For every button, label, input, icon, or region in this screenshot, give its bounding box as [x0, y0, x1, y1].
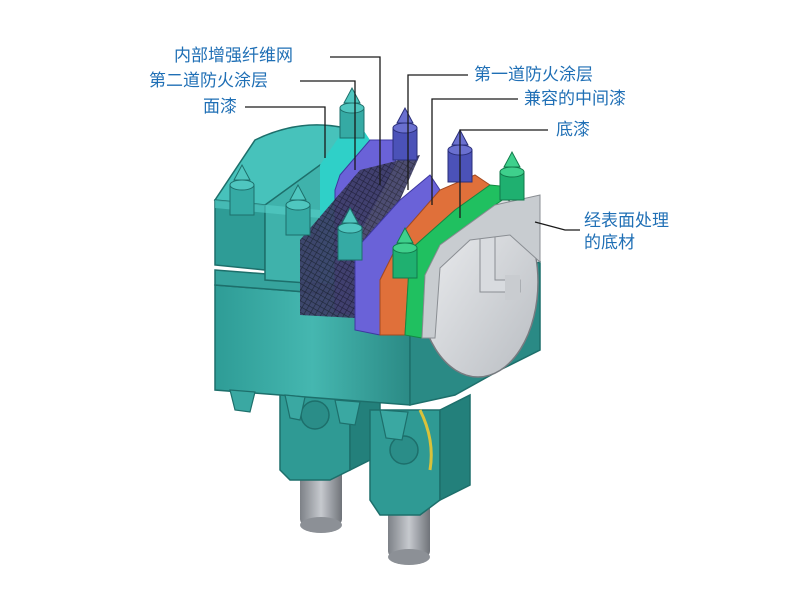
bolt-teal-2	[229, 163, 255, 216]
label-compatible-intermediate: 兼容的中间漆	[524, 89, 626, 109]
bolt-teal-1	[339, 86, 365, 139]
leader-top-coat	[245, 106, 326, 158]
label-treated-substrate: 经表面处理的底材	[584, 211, 669, 253]
label-top-coat: 面漆	[203, 97, 237, 117]
label-primer: 底漆	[556, 120, 590, 140]
bolt-teal-3	[285, 183, 311, 236]
label-first-fire-coat: 第一道防火涂层	[474, 65, 593, 85]
label-inner-mesh: 内部增强纤维网	[174, 46, 293, 66]
leader-compatible-intermediate	[431, 98, 518, 205]
bolt-green-1	[499, 150, 525, 201]
bolt-teal-4	[337, 206, 363, 261]
leader-inner-mesh	[330, 56, 381, 185]
substrate-layer	[421, 194, 541, 339]
label-second-fire-coat: 第二道防火涂层	[149, 71, 268, 91]
leader-first-fire-coat	[407, 74, 468, 190]
bolts	[229, 86, 525, 279]
leader-primer	[459, 129, 548, 218]
bolt-green-2	[392, 226, 418, 279]
leader-lines	[245, 56, 580, 231]
leader-second-fire-coat	[300, 80, 356, 170]
leader-substrate	[534, 221, 580, 231]
bolt-blue-1	[392, 106, 418, 161]
